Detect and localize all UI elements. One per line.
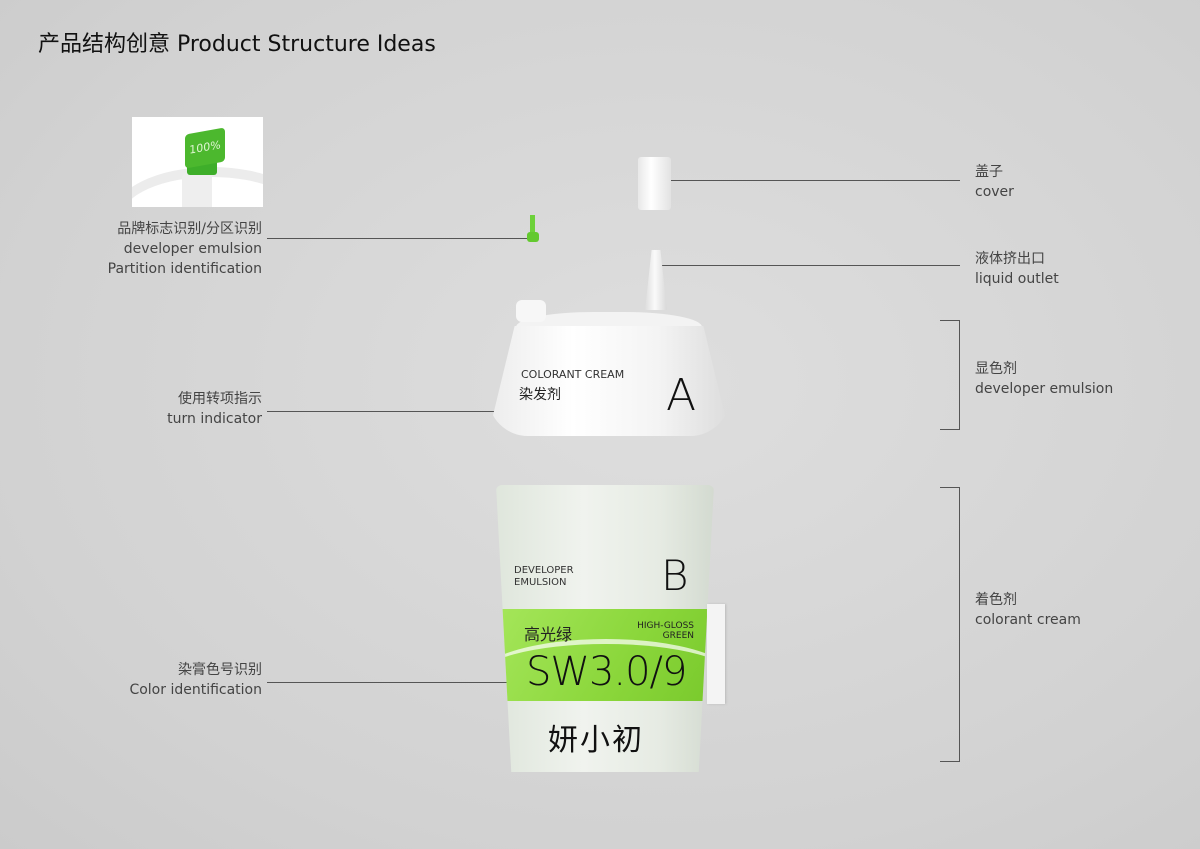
brand-name: 妍小初 — [548, 723, 644, 758]
shade-en: GREEN — [662, 631, 694, 641]
label-en: cover — [975, 184, 1014, 200]
liquid-outlet-nozzle — [645, 250, 667, 310]
label-en: liquid outlet — [975, 271, 1059, 287]
cup-letter: B — [661, 551, 689, 600]
side-tag — [707, 604, 725, 704]
cover-cap — [638, 157, 671, 210]
green-tag-part — [530, 215, 535, 235]
shade-band: 高光绿 HIGH-GLOSS GREEN SW3.0/9 — [496, 609, 714, 701]
logo-tag: 100% — [185, 127, 225, 169]
label-cover: 盖子 cover — [975, 162, 1014, 202]
cup-b: DEVELOPER EMULSION B 高光绿 HIGH-GLOSS GREE… — [496, 485, 714, 772]
bracket-developer — [940, 320, 960, 430]
leader-line — [267, 682, 537, 683]
shade-code: SW3.0/9 — [526, 649, 687, 695]
green-tag-base — [527, 232, 539, 242]
label-outlet: 液体挤出口 liquid outlet — [975, 249, 1059, 289]
label-zh: 显色剂 — [975, 361, 1017, 377]
label-zh: 盖子 — [975, 164, 1003, 180]
label-en: turn indicator — [167, 411, 262, 427]
label-logo: 品牌标志识别/分区识别 developer emulsion Partition… — [108, 219, 262, 279]
label-zh: 着色剂 — [975, 592, 1017, 608]
lid-zh-text: 染发剂 — [519, 387, 561, 403]
leader-line — [267, 238, 537, 239]
bracket-colorant — [940, 487, 960, 762]
label-en: Partition identification — [107, 261, 262, 277]
tag-detail-photo: 100% — [132, 117, 263, 207]
label-en: Color identification — [129, 682, 262, 698]
shade-zh: 高光绿 — [524, 625, 573, 644]
leader-line — [662, 265, 960, 266]
label-zh: 品牌标志识别/分区识别 — [117, 221, 262, 237]
cup-en-text: EMULSION — [514, 577, 567, 588]
label-en: developer emulsion — [975, 381, 1114, 397]
label-developer: 显色剂 developer emulsion — [975, 359, 1113, 399]
label-en: colorant cream — [975, 612, 1081, 628]
cup-en-text: DEVELOPER — [514, 565, 574, 576]
label-zh: 液体挤出口 — [975, 251, 1045, 267]
lid-letter: A — [666, 370, 697, 421]
label-turn: 使用转项指示 turn indicator — [167, 389, 262, 429]
label-zh: 使用转项指示 — [178, 391, 262, 407]
label-en: developer emulsion — [123, 241, 262, 257]
leader-line — [267, 411, 562, 412]
label-zh: 染膏色号识别 — [178, 662, 262, 678]
label-color: 染膏色号识别 Color identification — [129, 660, 262, 700]
lid-en-text: COLORANT CREAM — [521, 368, 625, 381]
lid-a: COLORANT CREAM 染发剂 A — [488, 300, 730, 438]
page-title: 产品结构创意 Product Structure Ideas — [38, 32, 436, 57]
leader-line — [660, 180, 960, 181]
label-colorant: 着色剂 colorant cream — [975, 590, 1081, 630]
shade-en: HIGH-GLOSS — [637, 621, 694, 631]
